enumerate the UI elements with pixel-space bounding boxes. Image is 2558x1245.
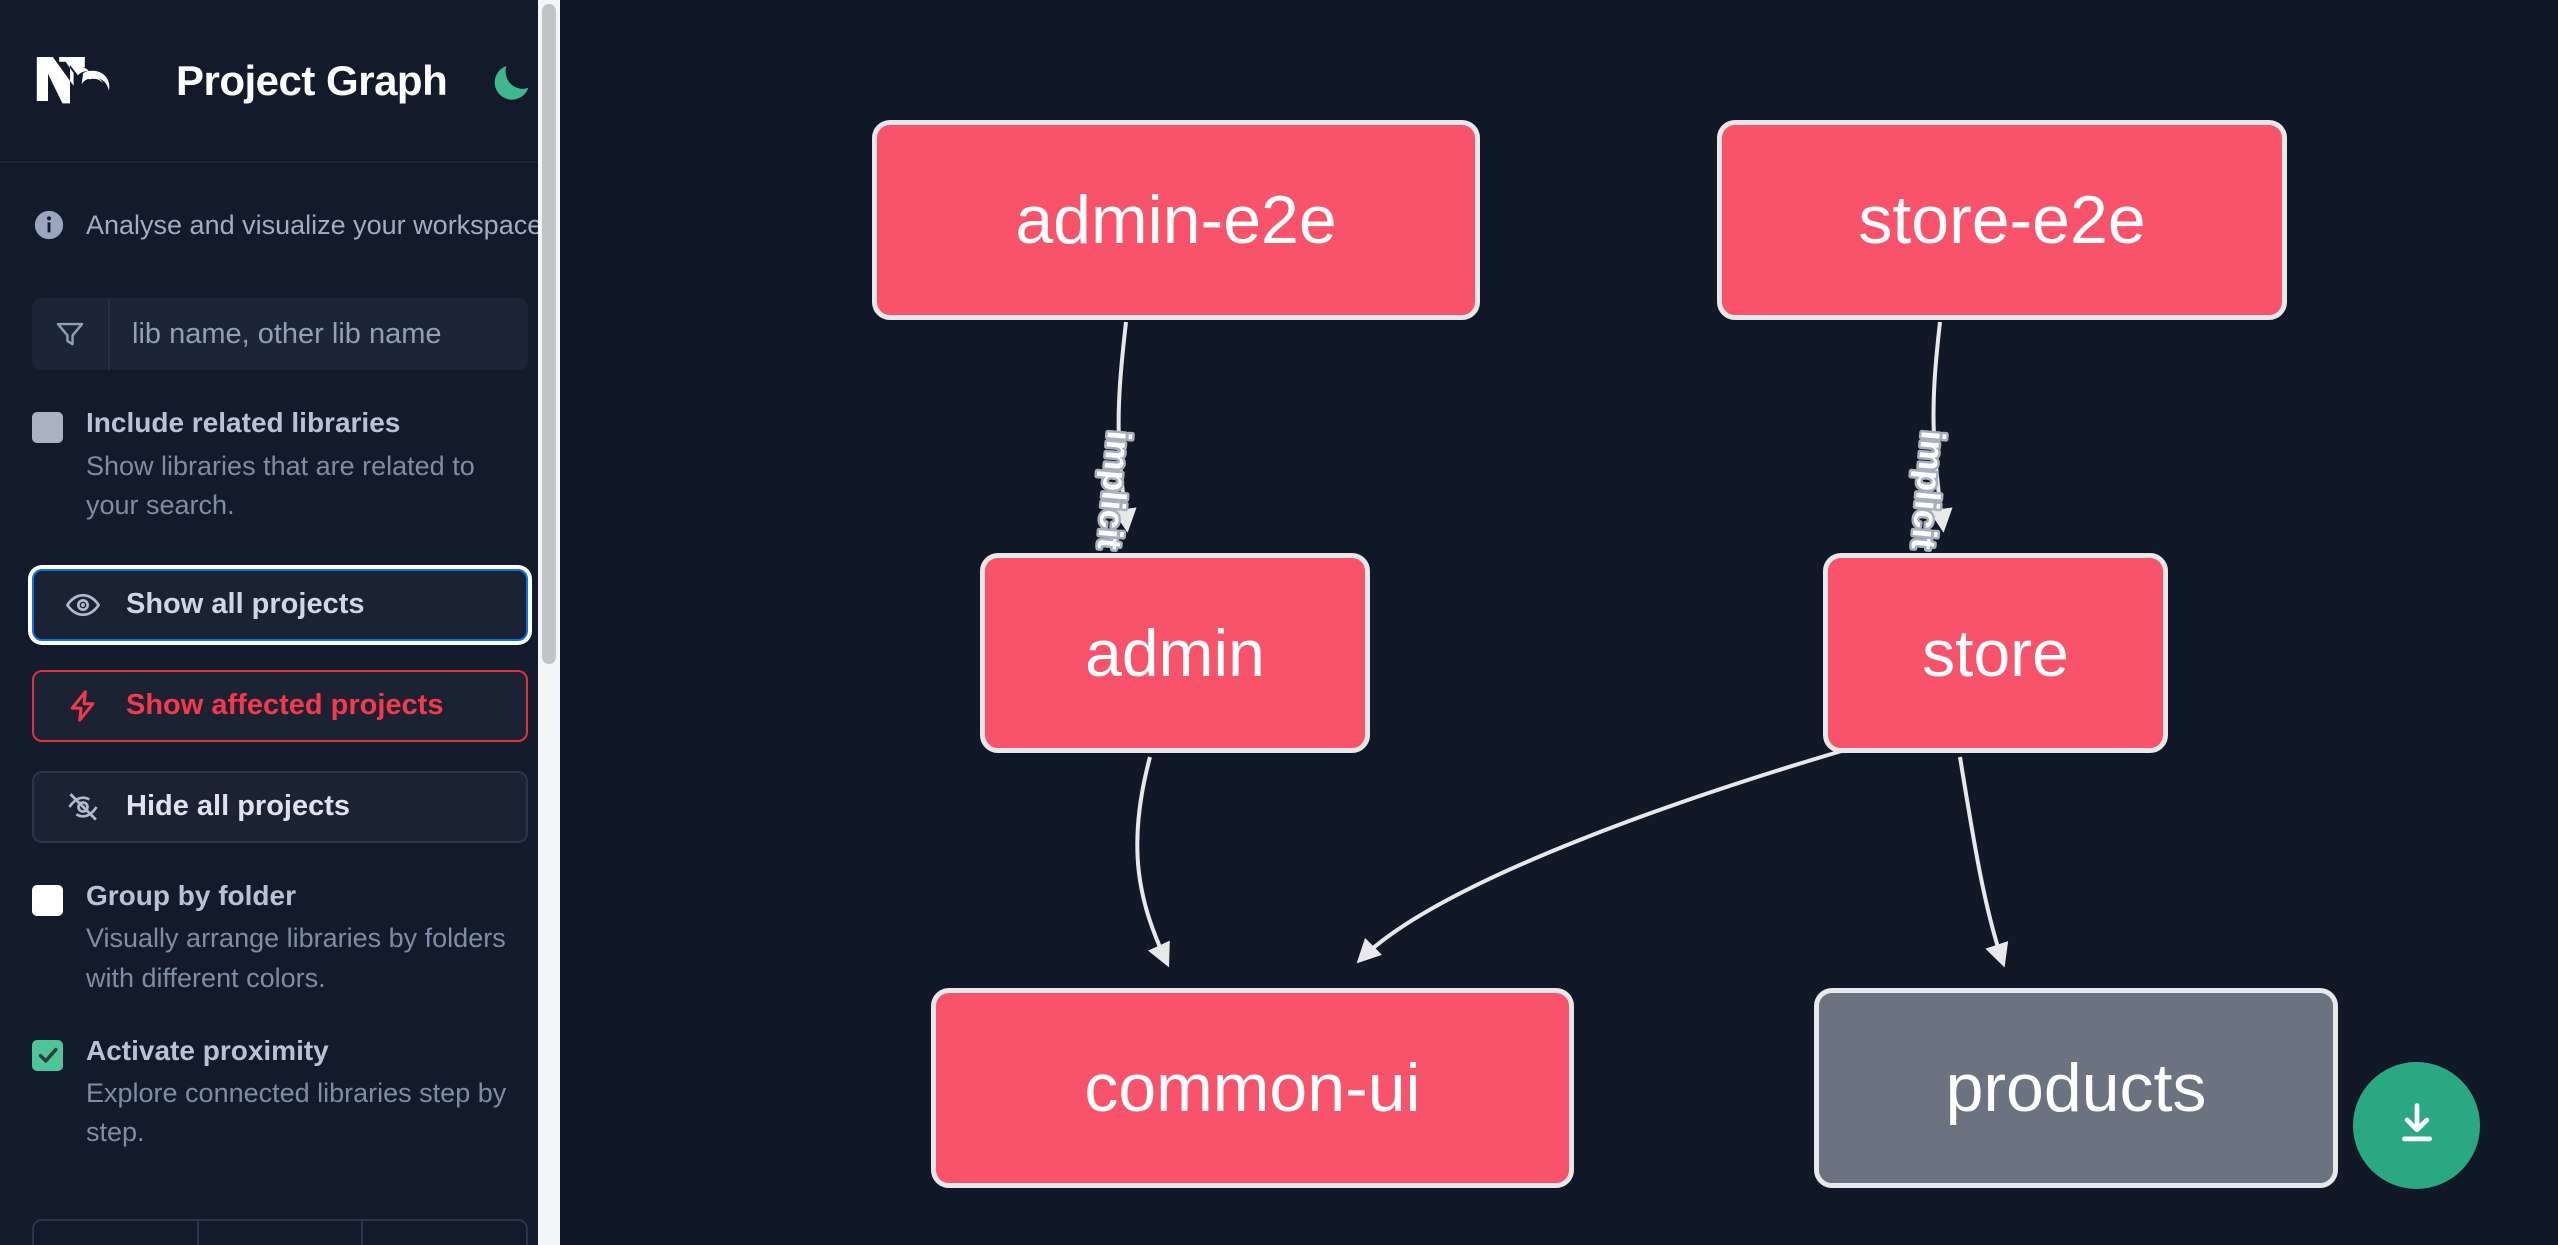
sidebar-scrollbar[interactable] (538, 0, 560, 1245)
search-field[interactable] (32, 298, 528, 370)
graph-node-admin[interactable]: admin (980, 553, 1370, 753)
sidebar-body: Analyse and visualize your workspace. In… (0, 205, 560, 1245)
sidebar-header: Project Graph (0, 0, 560, 163)
edge-label-implicit-admin: implicit (1090, 429, 1138, 551)
edge-admin-to-common-ui (1135, 756, 1170, 968)
graph-node-label: store (1922, 616, 2069, 690)
graph-node-label: admin-e2e (1015, 182, 1337, 258)
show-all-projects-button[interactable]: Show all projects (32, 568, 528, 641)
option-activate-proximity[interactable]: Activate proximity Explore connected lib… (32, 1034, 528, 1153)
moon-icon[interactable] (489, 58, 535, 104)
checkbox-activate-proximity[interactable] (32, 1039, 63, 1071)
eye-off-icon (64, 788, 102, 826)
eye-icon (64, 586, 102, 624)
option-description: Visually arrange libraries by folders wi… (86, 923, 506, 993)
info-banner: Analyse and visualize your workspace. (32, 205, 550, 245)
hide-all-projects-label: Hide all projects (126, 790, 351, 823)
segment-2[interactable] (199, 1221, 364, 1245)
download-icon (2390, 1097, 2444, 1154)
search-input[interactable] (110, 298, 528, 370)
graph-node-label: admin (1085, 616, 1265, 690)
graph-node-products[interactable]: products (1814, 988, 2338, 1188)
sidebar-scrollbar-thumb[interactable] (542, 4, 556, 664)
show-affected-projects-button[interactable]: Show affected projects (32, 669, 528, 742)
edge-store-e2e-to-store (1928, 321, 1953, 533)
option-include-related-libraries[interactable]: Include related libraries Show libraries… (32, 406, 528, 525)
sidebar: Project Graph Analyse and visualize your… (0, 0, 560, 1245)
hide-all-projects-button[interactable]: Hide all projects (32, 770, 528, 843)
option-description: Show libraries that are related to your … (86, 450, 475, 520)
checkbox-include-related-libraries[interactable] (32, 412, 63, 443)
graph-node-store[interactable]: store (1823, 553, 2168, 753)
edge-store-to-products (1958, 756, 2009, 968)
graph-node-label: common-ui (1084, 1050, 1421, 1126)
edge-store-to-common-ui (1356, 743, 1863, 964)
edge-admin-e2e-to-admin (1112, 321, 1137, 533)
graph-node-admin-e2e[interactable]: admin-e2e (872, 120, 1480, 320)
option-label: Activate proximity (86, 1034, 329, 1066)
visibility-button-group: Show all projects Show affected projects (32, 568, 528, 843)
segment-3[interactable] (363, 1221, 526, 1245)
lightning-bolt-icon (64, 687, 102, 725)
filter-funnel-icon[interactable] (32, 298, 110, 370)
graph-node-store-e2e[interactable]: store-e2e (1717, 120, 2287, 320)
show-all-projects-label: Show all projects (126, 588, 365, 621)
option-description: Explore connected libraries step by step… (86, 1078, 507, 1148)
checkbox-group-by-folder[interactable] (32, 884, 63, 916)
graph-node-common-ui[interactable]: common-ui (931, 988, 1574, 1188)
option-group-by-folder[interactable]: Group by folder Visually arrange librari… (32, 879, 528, 998)
show-affected-projects-label: Show affected projects (126, 689, 444, 722)
option-label: Group by folder (86, 879, 296, 911)
segment-1[interactable] (34, 1221, 199, 1245)
info-banner-text: Analyse and visualize your workspace. (86, 209, 550, 240)
edge-label-implicit-store: implicit (1904, 429, 1952, 551)
info-circle-icon (32, 208, 66, 242)
nx-logo-icon (32, 49, 128, 113)
page-title: Project Graph (176, 56, 448, 104)
graph-node-label: store-e2e (1858, 182, 2146, 258)
proximity-step-segmented-control[interactable] (32, 1219, 528, 1245)
graph-canvas[interactable]: implicit implicit admin-e2e store-e2e ad… (560, 0, 2558, 1245)
graph-edges: implicit implicit (1087, 321, 2009, 968)
graph-node-label: products (1945, 1050, 2207, 1126)
download-graph-button[interactable] (2353, 1062, 2480, 1189)
option-label: Include related libraries (86, 407, 401, 438)
